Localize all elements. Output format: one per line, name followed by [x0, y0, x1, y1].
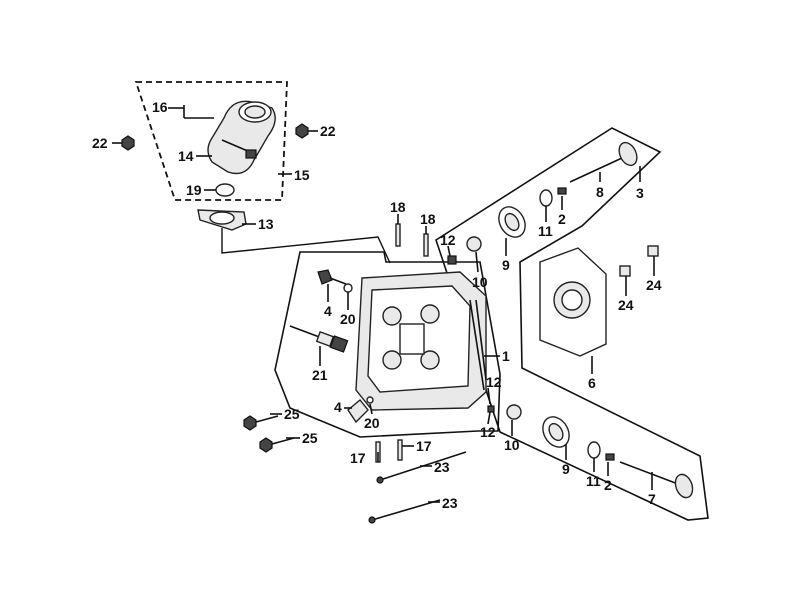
cotter-upper — [557, 187, 567, 195]
leader-20-lower — [369, 403, 373, 415]
callout-2-upper: 2 — [558, 211, 566, 227]
cylinder-head — [355, 271, 487, 411]
callout-24-lower: 24 — [618, 297, 634, 313]
leader-12-upper — [447, 245, 451, 257]
leader-12-lower — [487, 411, 491, 425]
bolt-lower — [259, 437, 295, 453]
cylinder-head-group-outline — [274, 251, 501, 438]
thermostat-gasket — [215, 183, 235, 197]
callout-12-upper: 12 — [440, 232, 456, 248]
dowel-24-upper — [647, 245, 659, 257]
nut-left — [121, 135, 135, 151]
callout-4-upper: 4 — [324, 303, 332, 319]
callout-6: 6 — [588, 375, 596, 391]
valve-seal-upper — [466, 236, 482, 252]
callout-11-upper: 11 — [538, 223, 553, 239]
sensor-plug — [317, 269, 347, 285]
valve-spring-lower — [542, 416, 570, 448]
callout-10-lower: 10 — [504, 437, 520, 453]
callout-16: 16 — [152, 99, 168, 115]
callout-15: 15 — [294, 167, 310, 183]
callout-23-upper: 23 — [434, 459, 450, 475]
callout-18-right: 18 — [420, 211, 436, 227]
callout-20-upper: 20 — [340, 311, 356, 327]
callout-17-left: 17 — [350, 450, 366, 466]
thermostat-link-line — [221, 228, 391, 264]
callout-4-lower: 4 — [334, 399, 342, 415]
intake-valve — [619, 461, 694, 499]
callout-9-lower: 9 — [562, 461, 570, 477]
dowel-pins-18 — [395, 223, 429, 257]
callout-18-left: 18 — [390, 199, 406, 215]
callout-23-lower: 23 — [442, 495, 458, 511]
callout-17-right: 17 — [416, 438, 432, 454]
dowel-pins-17 — [375, 439, 403, 463]
callout-1: 1 — [502, 348, 510, 364]
leader-10-upper — [475, 251, 479, 273]
callout-8: 8 — [596, 184, 604, 200]
callout-24-upper: 24 — [646, 277, 662, 293]
callout-22-left: 22 — [92, 135, 108, 151]
callout-2-lower: 2 — [604, 477, 612, 493]
callout-25-upper: 25 — [284, 406, 300, 422]
callout-3: 3 — [636, 185, 644, 201]
valve-seal-lower — [506, 404, 522, 420]
callout-22-right: 22 — [320, 123, 336, 139]
retainer-upper — [539, 189, 553, 207]
valve-spring-upper — [498, 206, 526, 238]
callout-10-upper: 10 — [472, 274, 488, 290]
leader-12-mid — [487, 387, 491, 405]
thermostat-group-outline — [134, 81, 288, 201]
dowel-24-lower — [619, 265, 631, 277]
sensor-washer — [343, 283, 353, 293]
callout-20-lower: 20 — [364, 415, 380, 431]
callout-12-lower: 12 — [480, 424, 496, 440]
sensor-plug-lower — [347, 399, 369, 424]
exhaust-valve — [569, 141, 638, 183]
valve-seat-clip-upper — [447, 255, 457, 265]
retainer-lower — [587, 441, 601, 459]
thermostat-base — [197, 209, 247, 231]
thermostat-hose — [183, 105, 214, 119]
stud-bolts — [368, 451, 467, 524]
callout-12-mid: 12 — [486, 374, 502, 390]
bolt-upper — [243, 415, 279, 431]
callout-25-lower: 25 — [302, 430, 318, 446]
nut-right — [295, 123, 309, 139]
valve-seat-clip-lower — [487, 405, 495, 413]
cotter-lower — [605, 453, 615, 461]
callout-9-upper: 9 — [502, 257, 510, 273]
callout-14: 14 — [178, 148, 194, 164]
spark-plug — [289, 325, 349, 353]
callout-13: 13 — [258, 216, 274, 232]
thermostat-housing — [207, 100, 276, 175]
head-gasket — [539, 247, 607, 357]
sensor-washer-lower — [366, 396, 374, 404]
callout-11-lower: 11 — [586, 473, 601, 489]
callout-19: 19 — [186, 182, 202, 198]
callout-21: 21 — [312, 367, 328, 383]
callout-7: 7 — [648, 491, 656, 507]
valve-group-outline — [435, 127, 709, 521]
